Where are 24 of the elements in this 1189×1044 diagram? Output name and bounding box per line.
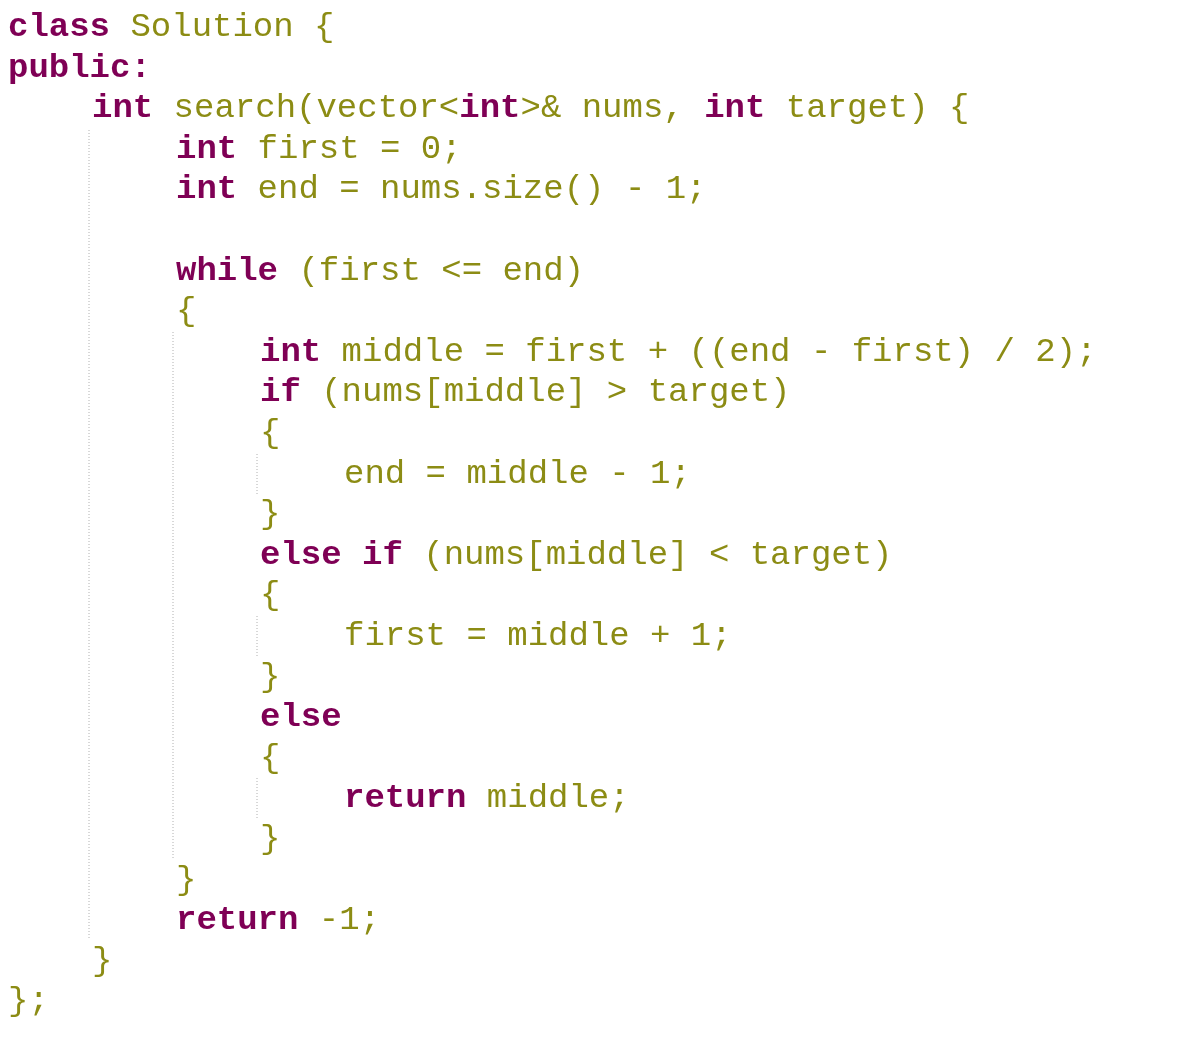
code-line: { bbox=[176, 291, 197, 332]
code-line: } bbox=[176, 859, 197, 900]
code-line: { bbox=[260, 737, 281, 778]
code-line: { bbox=[260, 575, 281, 616]
code-line: while (first <= end) bbox=[176, 250, 585, 291]
code-line: else if (nums[middle] < target) bbox=[260, 534, 893, 575]
code-line: } bbox=[260, 819, 281, 859]
code-line: }; bbox=[8, 981, 49, 1022]
code-line: } bbox=[260, 494, 281, 535]
code-line: end = middle - 1; bbox=[344, 453, 691, 494]
code-line: public: bbox=[8, 47, 151, 88]
code-line: int search(vector<int>& nums, int target) { bbox=[92, 88, 970, 129]
code-line: } bbox=[92, 940, 113, 981]
code-line: int middle = first + ((end - first) / 2); bbox=[260, 331, 1097, 372]
code-line: int end = nums.size() - 1; bbox=[176, 169, 707, 210]
code-line: return -1; bbox=[176, 900, 381, 941]
code-line: return middle; bbox=[344, 778, 630, 819]
code-line: int first = 0; bbox=[176, 128, 462, 169]
code-line: class Solution { bbox=[8, 7, 335, 47]
code-line: } bbox=[260, 656, 281, 697]
code-line: first = middle + 1; bbox=[344, 616, 732, 656]
code-line: if (nums[middle] > target) bbox=[260, 372, 791, 413]
code-line: else bbox=[260, 697, 342, 738]
code-line: { bbox=[260, 413, 281, 453]
